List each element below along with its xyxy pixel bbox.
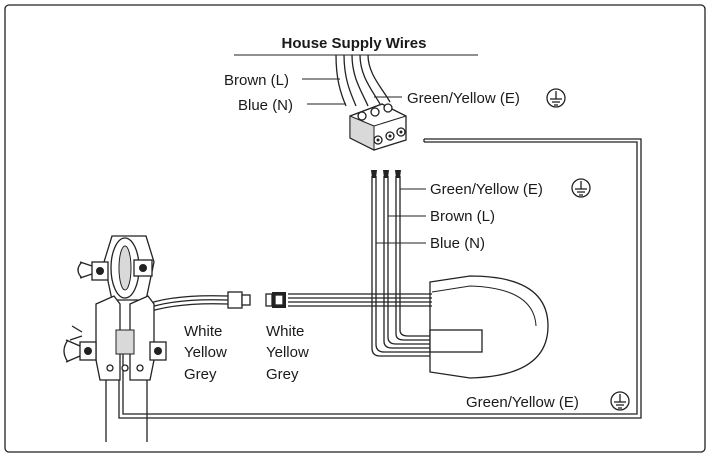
left-color-grey: Grey [184, 366, 217, 383]
diagram-border [4, 4, 706, 453]
bottom-earth-label: Green/Yellow (E) [466, 394, 579, 411]
left-color-white: White [184, 323, 222, 340]
motor-blue-label: Blue (N) [430, 235, 485, 252]
motor-housing-icon [429, 275, 549, 379]
supply-blue-label: Blue (N) [238, 97, 293, 114]
supply-earth-label: Green/Yellow (E) [407, 90, 520, 107]
house-supply-cable [335, 54, 391, 107]
earth-ground-icon [610, 391, 630, 411]
earth-ground-icon [571, 178, 591, 198]
track-trolley-icon [63, 235, 167, 442]
plug-connector-icon [227, 291, 286, 309]
right-color-white: White [266, 323, 304, 340]
supply-brown-label: Brown (L) [224, 72, 289, 89]
trolley-cable [141, 295, 229, 315]
motor-wires [371, 170, 430, 357]
terminal-block-icon [349, 103, 407, 151]
right-color-grey: Grey [266, 366, 299, 383]
connector-cable [288, 293, 432, 307]
earth-wire-loop [118, 138, 642, 419]
motor-brown-label: Brown (L) [430, 208, 495, 225]
right-color-yellow: Yellow [266, 344, 309, 361]
earth-ground-icon [546, 88, 566, 108]
motor-earth-label: Green/Yellow (E) [430, 181, 543, 198]
house-supply-title: House Supply Wires [282, 35, 427, 52]
left-color-yellow: Yellow [184, 344, 227, 361]
